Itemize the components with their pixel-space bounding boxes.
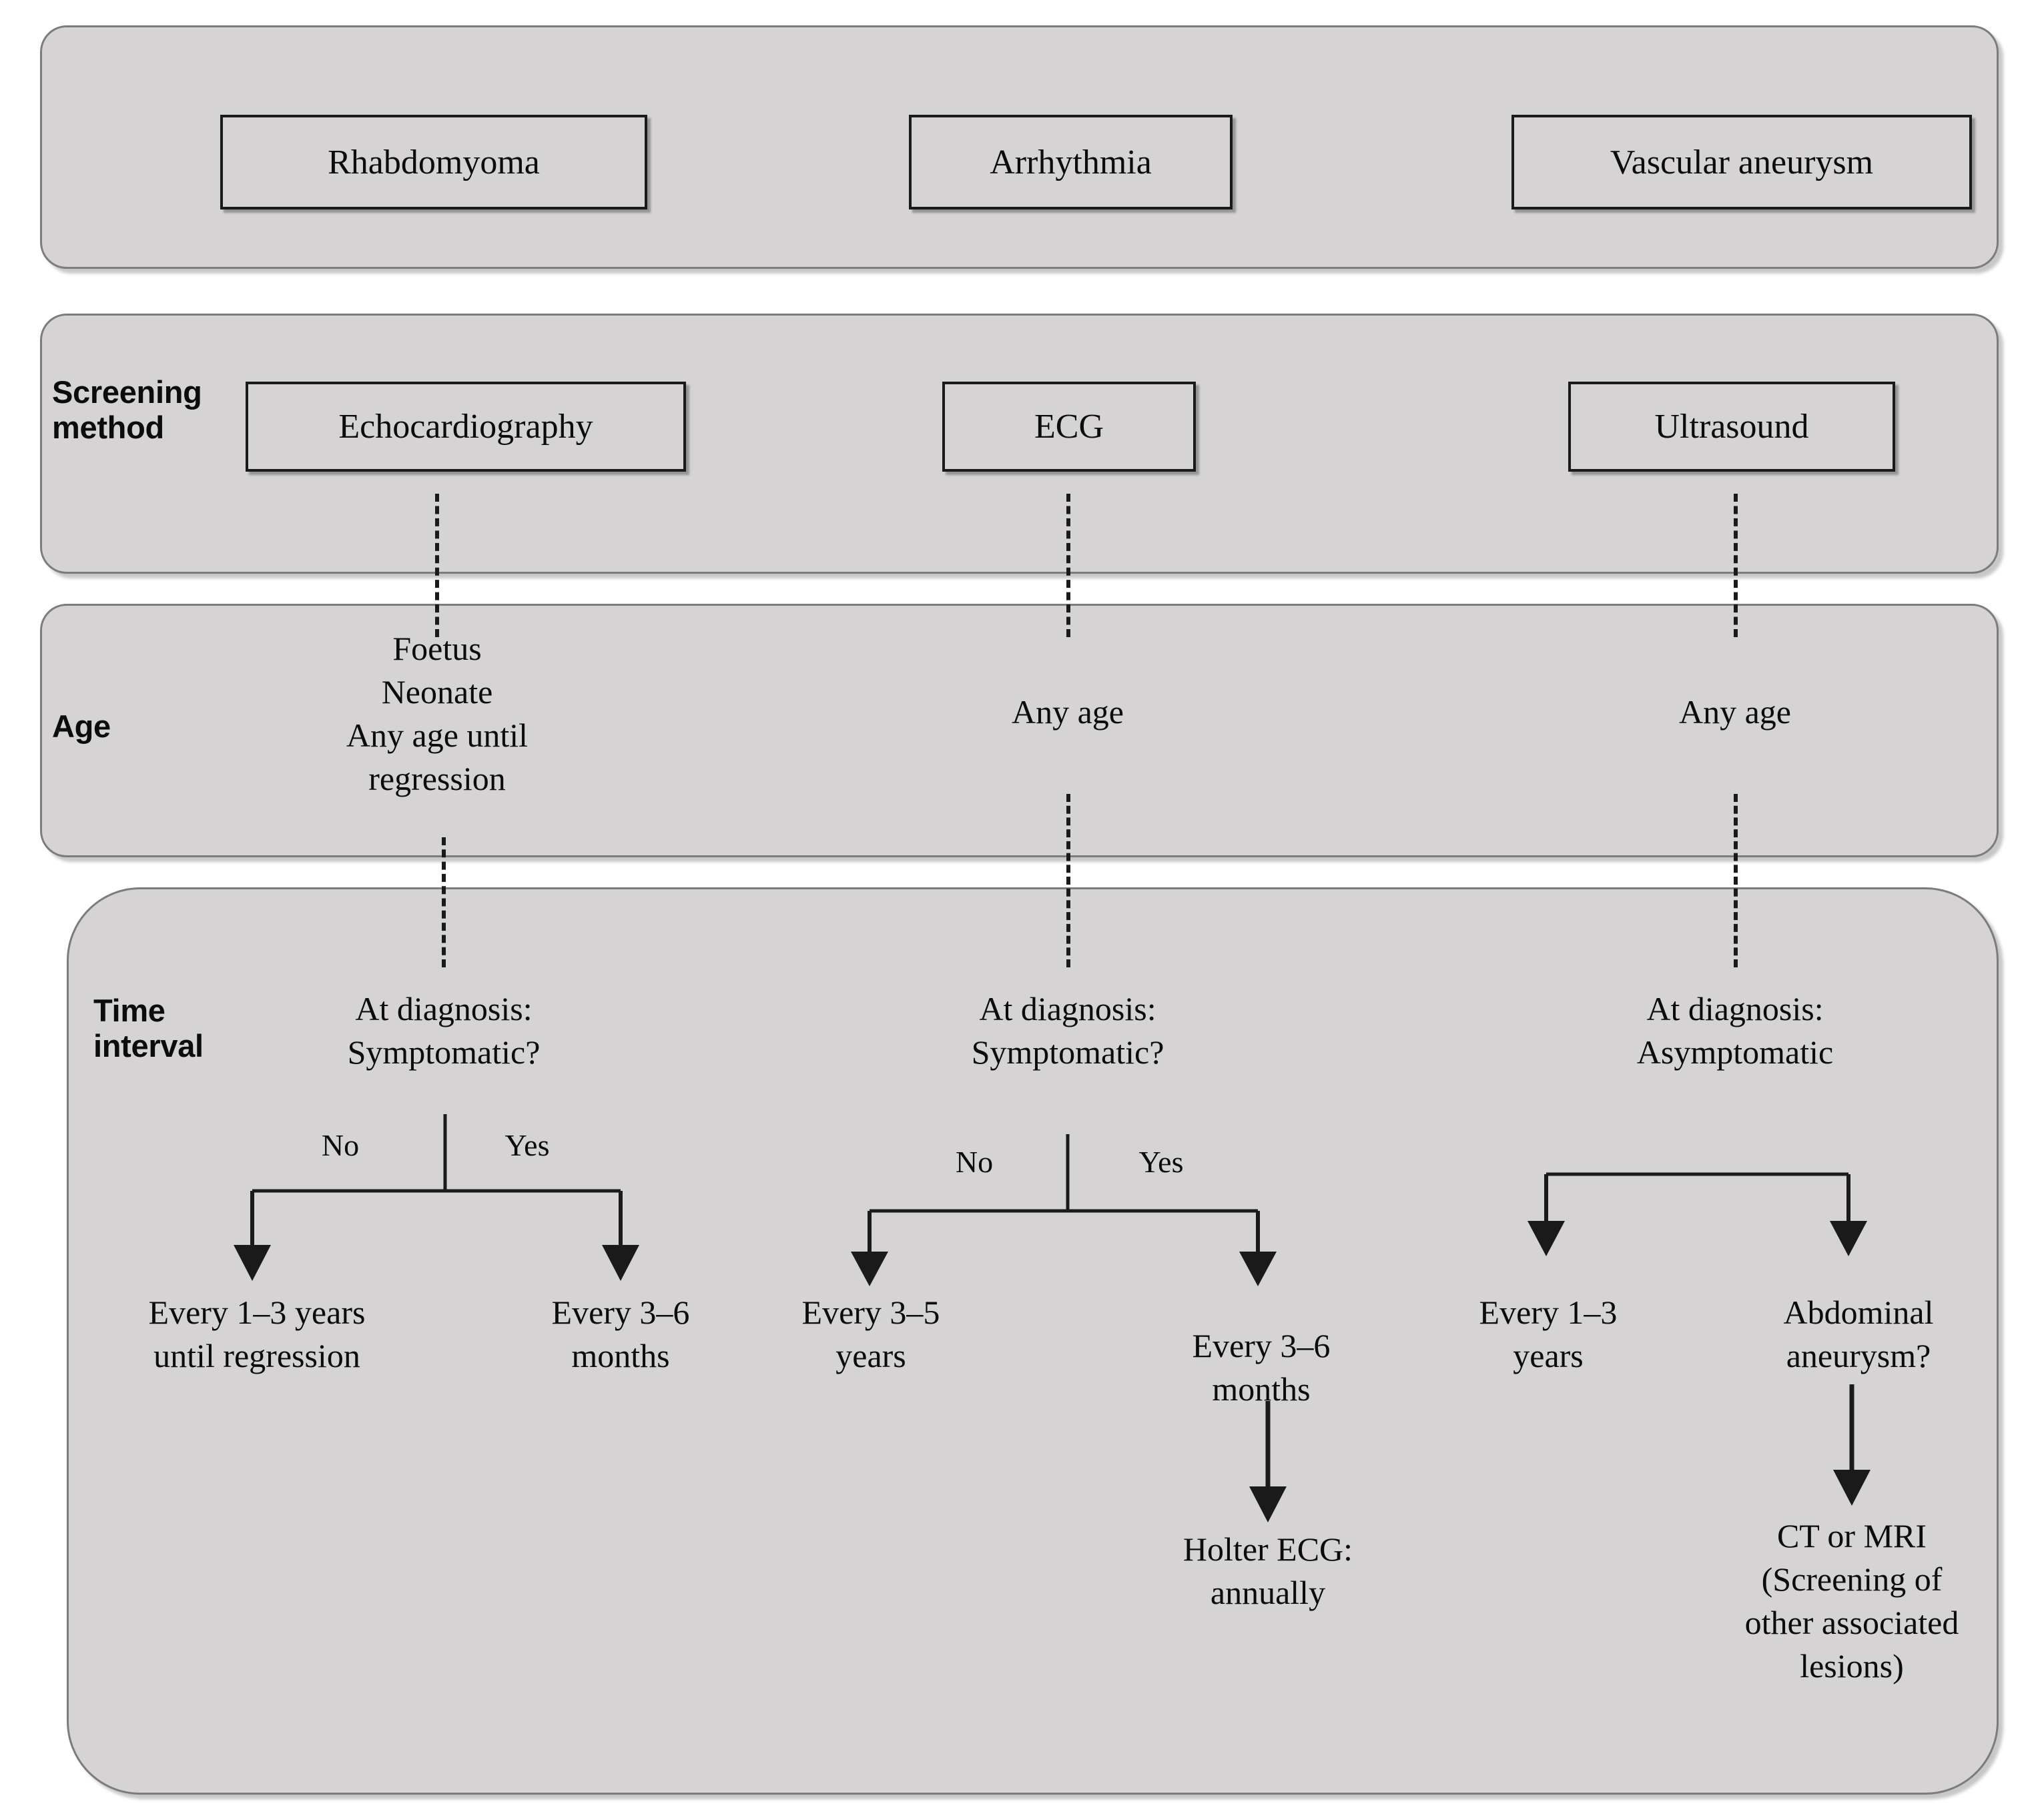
band-time-interval xyxy=(67,887,1999,1795)
decision-prompt-col1: At diagnosis:Symptomatic? xyxy=(347,990,541,1071)
age-text-col2: Any age xyxy=(1012,693,1124,731)
screening-label-echocardiography: Echocardiography xyxy=(338,408,593,446)
branch-label-yes-col2: Yes xyxy=(1138,1145,1184,1179)
branch-label-no-col1: No xyxy=(321,1128,360,1162)
condition-box-vascular-aneurysm[interactable]: Vascular aneurysm xyxy=(1511,115,1972,209)
screening-label-ultrasound: Ultrasound xyxy=(1654,408,1809,446)
branch-label-no-col2: No xyxy=(955,1145,994,1179)
dashed-connector-col2-screening-to-age xyxy=(1066,494,1070,637)
band-label-age: Age xyxy=(52,709,111,744)
dashed-connector-col1-screening-to-age xyxy=(435,494,439,637)
branch-connector-col3 xyxy=(1528,1168,1879,1314)
dashed-connector-col1-age-to-time xyxy=(442,837,446,967)
condition-label-rhabdomyoma: Rhabdomyoma xyxy=(328,143,540,181)
screening-label-ecg: ECG xyxy=(1034,408,1104,446)
followup-arrow-col2 xyxy=(1241,1401,1295,1528)
branch-connector-col1 xyxy=(227,1114,641,1288)
condition-box-arrhythmia[interactable]: Arrhythmia xyxy=(909,115,1233,209)
decision-prompt-col3: At diagnosis:Asymptomatic xyxy=(1636,990,1834,1071)
dashed-connector-col3-age-to-time xyxy=(1734,794,1738,967)
band-age xyxy=(40,604,1999,857)
dashed-connector-col3-screening-to-age xyxy=(1734,494,1738,637)
followup-col2: Holter ECG:annually xyxy=(1182,1530,1353,1611)
condition-label-arrhythmia: Arrhythmia xyxy=(990,143,1152,181)
followup-arrow-col3 xyxy=(1825,1384,1879,1511)
screening-box-ultrasound[interactable]: Ultrasound xyxy=(1568,382,1895,472)
age-text-col3: Any age xyxy=(1679,693,1791,731)
screening-box-echocardiography[interactable]: Echocardiography xyxy=(246,382,686,472)
condition-box-rhabdomyoma[interactable]: Rhabdomyoma xyxy=(220,115,647,209)
decision-prompt-col2: At diagnosis:Symptomatic? xyxy=(971,990,1164,1071)
branch-connector-col2 xyxy=(851,1134,1285,1301)
dashed-connector-col2-age-to-time xyxy=(1066,794,1070,967)
branch-label-yes-col1: Yes xyxy=(504,1128,550,1162)
screening-box-ecg[interactable]: ECG xyxy=(942,382,1196,472)
condition-label-vascular-aneurysm: Vascular aneurysm xyxy=(1610,143,1874,181)
